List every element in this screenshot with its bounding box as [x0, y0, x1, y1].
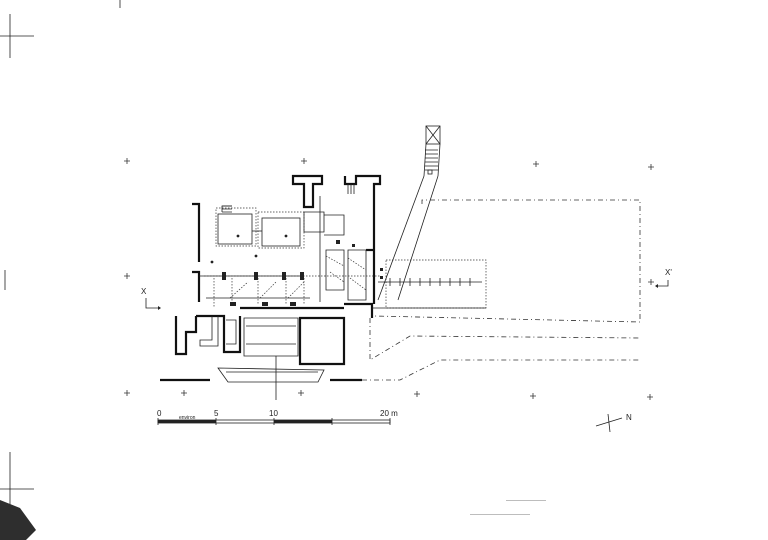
scale-tick-0: 0 [157, 409, 162, 418]
tower-access [377, 125, 441, 301]
north-arrow: N [595, 413, 632, 433]
grid-crosses [124, 158, 654, 400]
axis-label-x-prime: X' [665, 268, 672, 277]
axis-marker-end: X' [655, 268, 672, 288]
scale-tick-20m: 20 m [380, 409, 398, 418]
scale-tick-10: 10 [269, 409, 278, 418]
axis-marker-start: X [141, 287, 161, 310]
scale-tick-5: 5 [214, 409, 219, 418]
crop-marks [0, 0, 121, 540]
stairs [222, 184, 355, 213]
torn-corner [0, 500, 36, 540]
axis-label-x: X [141, 287, 147, 296]
annex-grid [372, 259, 487, 309]
building-walls [160, 174, 382, 382]
boundary-lines [362, 199, 641, 381]
north-letter: N [626, 413, 632, 422]
section-trace [204, 234, 383, 308]
paper-marks [470, 500, 546, 515]
scale-word: environ [179, 415, 196, 421]
scale-bar: 0 environ 5 10 20 m [157, 409, 398, 425]
interior-lines [199, 196, 367, 400]
